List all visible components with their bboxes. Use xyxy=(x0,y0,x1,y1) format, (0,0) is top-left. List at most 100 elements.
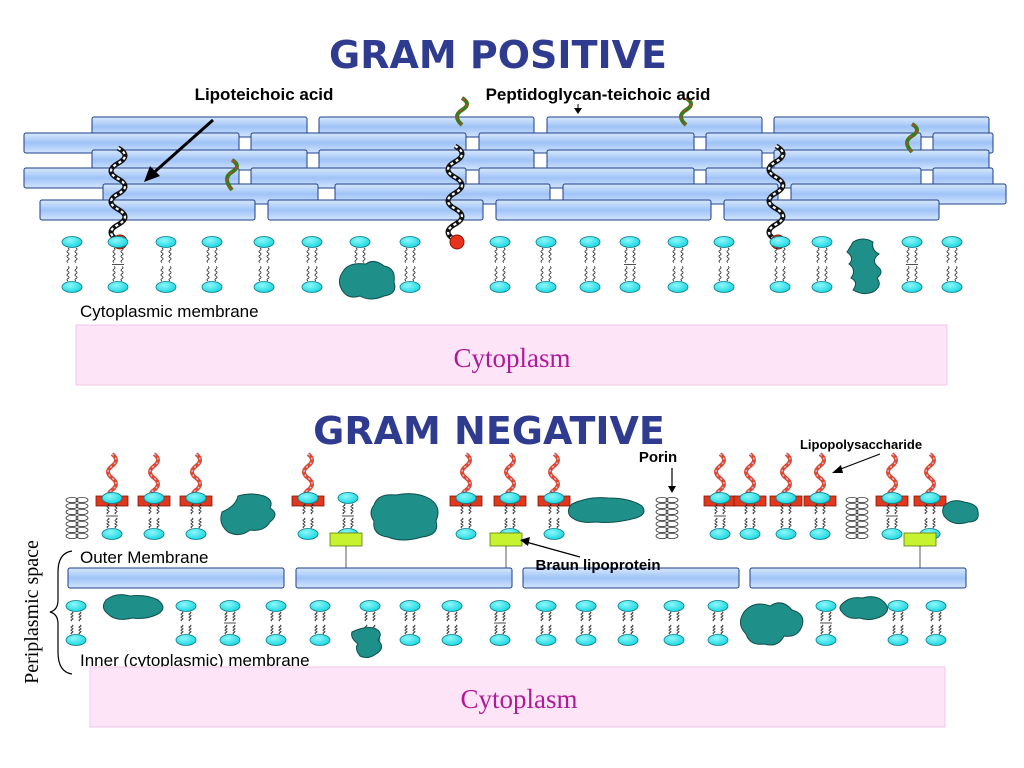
lipid-tail xyxy=(148,517,152,529)
lipid-head xyxy=(297,492,319,504)
lipid-head xyxy=(349,236,371,248)
lipid-tail xyxy=(350,517,354,529)
lipid-tail xyxy=(314,266,318,282)
inner-membrane-label: Inner (cytoplasmic) membrane xyxy=(80,651,310,670)
lipid-tail xyxy=(588,624,592,635)
lipid-tail xyxy=(160,247,164,263)
lipoteichoic-chain xyxy=(108,145,128,243)
lipid-tail xyxy=(814,503,818,515)
lipid-tail xyxy=(502,624,506,635)
lipid-head xyxy=(713,236,735,248)
lipid-tail xyxy=(460,517,464,529)
lipid-head xyxy=(535,281,557,293)
peptidoglycan-bar xyxy=(495,199,712,221)
lipid-tail xyxy=(714,503,718,515)
lipid-tail xyxy=(114,517,118,529)
lipoteichoic-arrowhead xyxy=(144,166,160,182)
lipid-pair xyxy=(543,492,565,540)
outer-membrane-protein xyxy=(370,493,439,541)
peptidoglycan-bar xyxy=(723,199,940,221)
lipid-pair xyxy=(925,600,947,646)
lipid-tail xyxy=(446,624,450,635)
lipid-pair xyxy=(489,600,511,646)
lipid-pair xyxy=(253,236,275,293)
lipid-tail xyxy=(112,266,116,282)
lipid-pair xyxy=(337,492,359,540)
lipid-tail xyxy=(404,624,408,635)
lipid-tail xyxy=(932,503,936,515)
porin-ring xyxy=(75,527,89,534)
lipid-tail xyxy=(270,611,274,622)
lipid-head xyxy=(219,600,241,612)
lipid-tail xyxy=(78,611,82,622)
lipid-tail xyxy=(824,266,828,282)
lipid-tail xyxy=(894,517,898,529)
lipid-tail xyxy=(454,624,458,635)
lipid-tail xyxy=(224,611,228,622)
porin xyxy=(845,496,869,540)
inner-membrane-protein xyxy=(102,594,164,620)
porin-ring xyxy=(65,515,79,522)
lipid-head xyxy=(265,600,287,612)
lipid-tail xyxy=(494,266,498,282)
lipid-tail xyxy=(540,611,544,622)
lipid-tail xyxy=(548,517,552,529)
lipid-tail xyxy=(310,503,314,515)
lipid-head xyxy=(543,528,565,540)
membrane-protein xyxy=(846,238,882,295)
lipid-tail xyxy=(556,503,560,515)
lipid-head xyxy=(901,281,923,293)
lipid-pair xyxy=(709,492,731,540)
teichoic-acid-strands xyxy=(225,96,919,192)
lps-chain-detail xyxy=(745,453,755,499)
lipid-tail xyxy=(78,624,82,635)
gram-positive-heading: GRAM POSITIVE xyxy=(329,33,667,77)
lipid-head xyxy=(441,634,463,646)
lipid-tail xyxy=(556,517,560,529)
lipid-head xyxy=(399,236,421,248)
outer-membrane-protein xyxy=(567,497,645,523)
lipid-pair xyxy=(101,492,123,540)
periplasmic-brace xyxy=(49,550,73,675)
lipid-pair xyxy=(441,600,463,646)
lipid-tail xyxy=(726,247,730,263)
lipid-tail xyxy=(828,624,832,635)
lipid-tail xyxy=(350,503,354,515)
lipid-tail xyxy=(160,266,164,282)
lipid-pair xyxy=(455,492,477,540)
lipid-tail xyxy=(494,611,498,622)
lipid-tail xyxy=(924,503,928,515)
lipid-head xyxy=(101,528,123,540)
lipid-tail xyxy=(668,611,672,622)
lps-chain-detail xyxy=(715,453,725,499)
lipid-head xyxy=(301,281,323,293)
lipid-tail xyxy=(342,517,346,529)
lipid-tail xyxy=(112,247,116,263)
porin-ring xyxy=(655,496,669,503)
porin-ring xyxy=(665,527,679,534)
lipid-pair xyxy=(667,236,689,293)
lipid-pair xyxy=(901,236,923,293)
lipid-head xyxy=(901,236,923,248)
lipid-tail xyxy=(820,611,824,622)
lps-chain-detail xyxy=(815,453,825,499)
porin-ring xyxy=(655,502,669,509)
lipid-tail xyxy=(822,503,826,515)
lipid-pair xyxy=(713,236,735,293)
lipid-head xyxy=(155,236,177,248)
cytoplasm-region-negative xyxy=(89,666,946,728)
lipid-pair xyxy=(619,236,641,293)
lipid-tail xyxy=(894,503,898,515)
lipid-tail xyxy=(906,247,910,263)
lps-chain-detail xyxy=(549,453,559,499)
lipid-head xyxy=(455,528,477,540)
porin xyxy=(655,496,679,540)
cytoplasmic-membrane-label: Cytoplasmic membrane xyxy=(80,302,259,321)
lipid-head xyxy=(707,634,729,646)
lipid-tail xyxy=(306,247,310,263)
lipid-tail xyxy=(460,503,464,515)
lipid-head xyxy=(143,492,165,504)
lipid-head xyxy=(575,634,597,646)
lipid-tail xyxy=(372,611,376,622)
peptidoglycan-bar xyxy=(267,199,484,221)
